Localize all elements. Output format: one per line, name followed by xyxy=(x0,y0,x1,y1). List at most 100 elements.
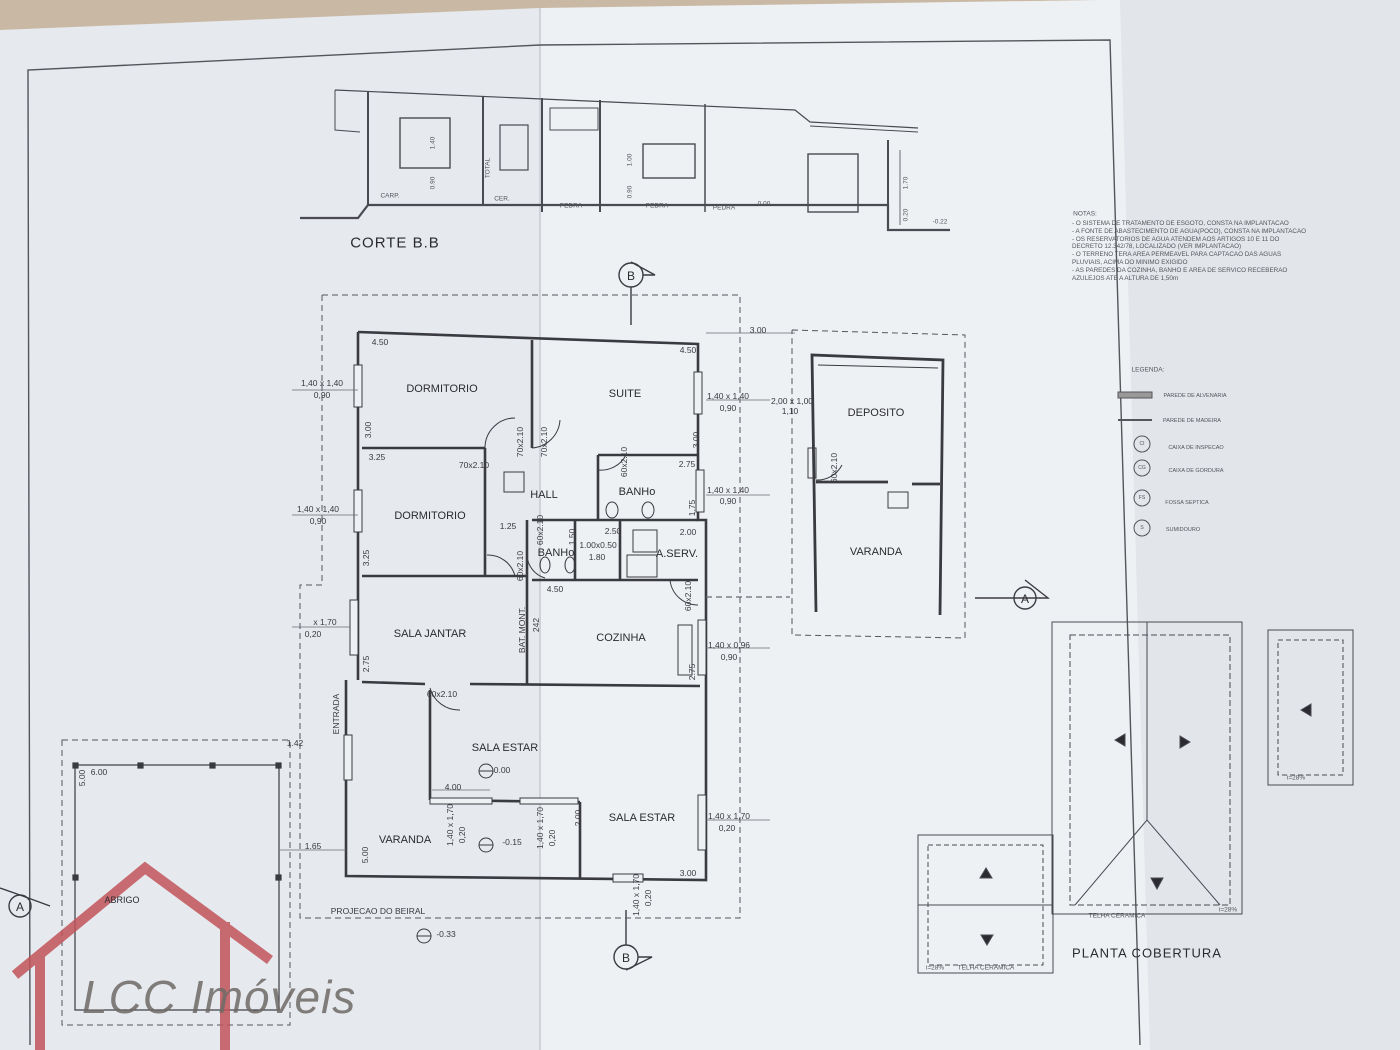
legend-symbols xyxy=(1117,391,1153,537)
note-4: - O TERRENO TERA AREA PERMEAVEL PARA CAP… xyxy=(1072,251,1282,266)
corte-dim-140: 1.40 xyxy=(429,136,437,150)
dim-window-deposito: 2,00 x 1,00 xyxy=(770,396,814,406)
corte-pedra-2: PEDRA xyxy=(645,202,669,210)
sheet-border xyxy=(27,39,1141,1046)
dim-300-a: 3.00 xyxy=(363,421,373,439)
room-hall: HALL xyxy=(530,489,558,501)
dim-600: 6.00 xyxy=(90,767,108,777)
floor-plan-walls xyxy=(344,330,708,882)
dim-window-bottom: 1,40 x 1,70 xyxy=(631,873,641,917)
watermark-text: LCC Imóveis xyxy=(82,971,357,1023)
room-banho-1: BANHo xyxy=(618,486,656,498)
dim-door-60-d: 60x2.10 xyxy=(829,452,839,484)
room-varanda-2: VARANDA xyxy=(849,546,903,558)
roof-plan-large xyxy=(1051,621,1243,915)
dim-165: 1.65 xyxy=(304,841,322,851)
roof-plan-small xyxy=(1267,629,1354,786)
bat-mont-label: BAT. MONT. xyxy=(517,606,527,654)
room-sala-jantar: SALA JANTAR xyxy=(393,628,467,640)
dim-window-c: 1,40 x 1,40 xyxy=(706,391,750,401)
dim-door-60-c: 60x2.10 xyxy=(515,550,525,582)
dim-window-jantar-sill: 0,20 xyxy=(304,629,322,639)
dim-window-sala-b-sill: 0,20 xyxy=(547,829,557,847)
roof-slope-1: i=28% xyxy=(1218,906,1238,914)
dim-142: 1.42 xyxy=(286,738,304,748)
legend-symbol-ci: CI xyxy=(1139,441,1145,447)
paper-shadow xyxy=(1120,0,1400,1050)
dim-250: 2.50 xyxy=(604,526,622,536)
roof-slope-2: i=28% xyxy=(1286,774,1306,782)
dim-100x050: 1.00x0.50 xyxy=(579,540,617,550)
corte-cer: CER. xyxy=(494,195,510,203)
cut-letter-b-top: B xyxy=(626,269,636,283)
room-suite: SUITE xyxy=(608,388,642,400)
corte-dim-090a: 0.90 xyxy=(429,176,437,190)
legend-symbol-cg: CG xyxy=(1138,465,1146,471)
note-1: - O SISTEMA DE TRATAMENTO DE ESGOTO, CON… xyxy=(1072,220,1289,227)
paper-left xyxy=(0,8,540,1050)
dim-level-033: -0.33 xyxy=(436,929,456,939)
roof-projection-label: PROJECAO DO BEIRAL xyxy=(330,906,426,916)
dim-window-cozinha: 1,40 x 0,96 xyxy=(707,640,751,650)
room-abrigo: ABRIGO xyxy=(104,895,140,905)
dim-275-a: 2.75 xyxy=(678,459,696,469)
entrada-label: ENTRADA xyxy=(331,693,341,735)
dim-180: 1.80 xyxy=(588,552,606,562)
note-3: - OS RESERVATORIOS DE AGUA ATENDEM AOS A… xyxy=(1072,235,1280,251)
dim-level-015: -0.15 xyxy=(502,837,522,847)
room-area-servico: A.SERV. xyxy=(655,548,699,560)
dim-window-a: 1,40 x 1,40 xyxy=(300,378,344,388)
roof-projection xyxy=(299,294,741,919)
roof-telha-1: TELHA CERAMICA xyxy=(1088,912,1146,920)
cut-marker-b-bottom xyxy=(613,910,653,971)
roof-telha-2: TELHA CERAMICA xyxy=(957,964,1015,972)
cut-letter-a-left: A xyxy=(15,900,25,914)
dim-300-top: 3.00 xyxy=(749,325,767,335)
dim-window-d-sill: 0,90 xyxy=(719,496,737,506)
abrigo-projection xyxy=(61,739,291,1026)
floor-plan-fixtures xyxy=(503,471,909,676)
dim-325-b: 3.25 xyxy=(361,549,371,567)
corte-total: TOTAL xyxy=(484,157,492,179)
dim-door-70-a: 70x2.10 xyxy=(458,460,490,470)
dim-175: 1.75 xyxy=(687,499,697,517)
cut-letter-b-bottom: B xyxy=(621,951,631,965)
floor-plan-windows xyxy=(343,364,817,883)
dim-window-cozinha-sill: 0,90 xyxy=(720,652,738,662)
dim-200-c: 2.00 xyxy=(573,809,583,827)
room-varanda-1: VARANDA xyxy=(378,834,432,846)
dim-window-jantar: x 1,70 xyxy=(313,617,337,627)
dim-500: 5.00 xyxy=(360,846,370,864)
abrigo-structure xyxy=(72,762,282,1011)
legend-item-madeira: PAREDE DE MADEIRA xyxy=(1163,418,1221,424)
dim-200-b: 2.00 xyxy=(679,527,697,537)
corte-level-000: 0.00 xyxy=(757,200,771,208)
dim-window-d: 1,40 x 1,40 xyxy=(706,485,750,495)
note-5: - AS PAREDES DA COZINHA, BANHO E AREA DE… xyxy=(1072,266,1288,282)
watermark-house-icon xyxy=(11,861,273,1050)
room-cozinha: COZINHA xyxy=(596,632,646,644)
corte-section xyxy=(300,89,950,232)
legend-title: LEGENDA: xyxy=(1131,366,1165,374)
dim-275-b: 2.75 xyxy=(361,655,371,673)
dim-300-b: 3.00 xyxy=(691,431,701,449)
bat-mont-number: 242 xyxy=(531,617,541,633)
dim-door-60-sala: 60x2.10 xyxy=(426,689,458,699)
dim-window-sala-b: 1,40 x 1,70 xyxy=(535,806,545,850)
dim-level-000: 0.00 xyxy=(493,765,511,775)
dim-150: 1.50 xyxy=(567,528,577,546)
notes-title: NOTAS: xyxy=(1073,210,1097,218)
dim-window-a-sill: 0,90 xyxy=(313,390,331,400)
room-dormitorio-2: DORMITORIO xyxy=(394,510,466,522)
deposito-walls xyxy=(810,353,945,616)
legend-item-inspecao: CAIXA DE INSPECAO xyxy=(1168,445,1224,451)
dim-275-c: 2.75 xyxy=(687,663,697,681)
dim-door-60-a: 60x2.10 xyxy=(535,514,545,546)
corte-level-022: -0.22 xyxy=(932,218,948,226)
cut-marker-b-top xyxy=(618,261,656,325)
legend-item-gordura: CAIXA DE GORDURA xyxy=(1168,468,1224,474)
dim-325-a: 3.25 xyxy=(368,452,386,462)
roof-plan-bottom xyxy=(917,834,1054,974)
dim-400: 4.00 xyxy=(444,782,462,792)
